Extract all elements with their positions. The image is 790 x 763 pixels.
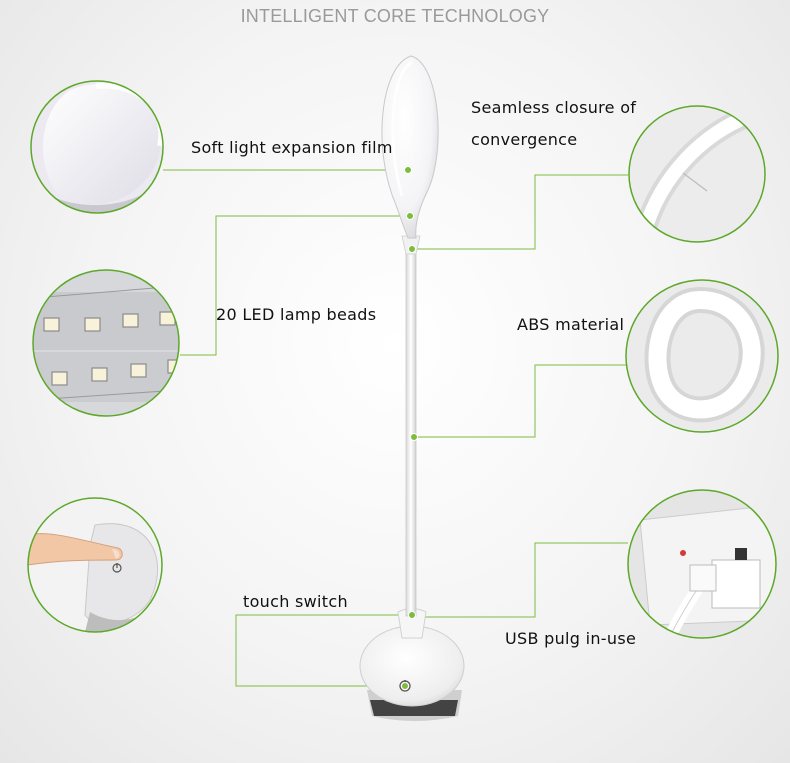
leader-lines [163,169,628,687]
label-usb: USB pulg in-use [505,629,637,648]
detail-circle-led-beads [32,269,180,417]
detail-circle-seamless [628,105,766,243]
detail-circle-usb [627,489,777,639]
page-title: INTELLIGENT CORE TECHNOLOGY [240,6,550,26]
detail-circle-touch-switch [27,497,163,633]
lamp-pole [405,249,417,617]
leader-dots [401,166,418,690]
label-seamless-line1: Seamless closure of [471,98,637,117]
label-seamless-line2: convergence [471,130,578,149]
label-soft-light: Soft light expansion film [191,138,393,157]
leader-seamless [412,174,628,250]
leader-led-beads [180,215,410,356]
detail-circle-soft-light [30,80,164,214]
leader-abs [414,364,628,438]
detail-circle-abs [625,279,779,433]
leader-touch-switch [235,614,412,687]
leader-usb [414,542,628,618]
label-touch-switch: touch switch [243,592,348,611]
lamp-base [359,608,465,721]
label-abs: ABS material [517,315,625,334]
label-led-beads: 20 LED lamp beads [216,305,377,324]
